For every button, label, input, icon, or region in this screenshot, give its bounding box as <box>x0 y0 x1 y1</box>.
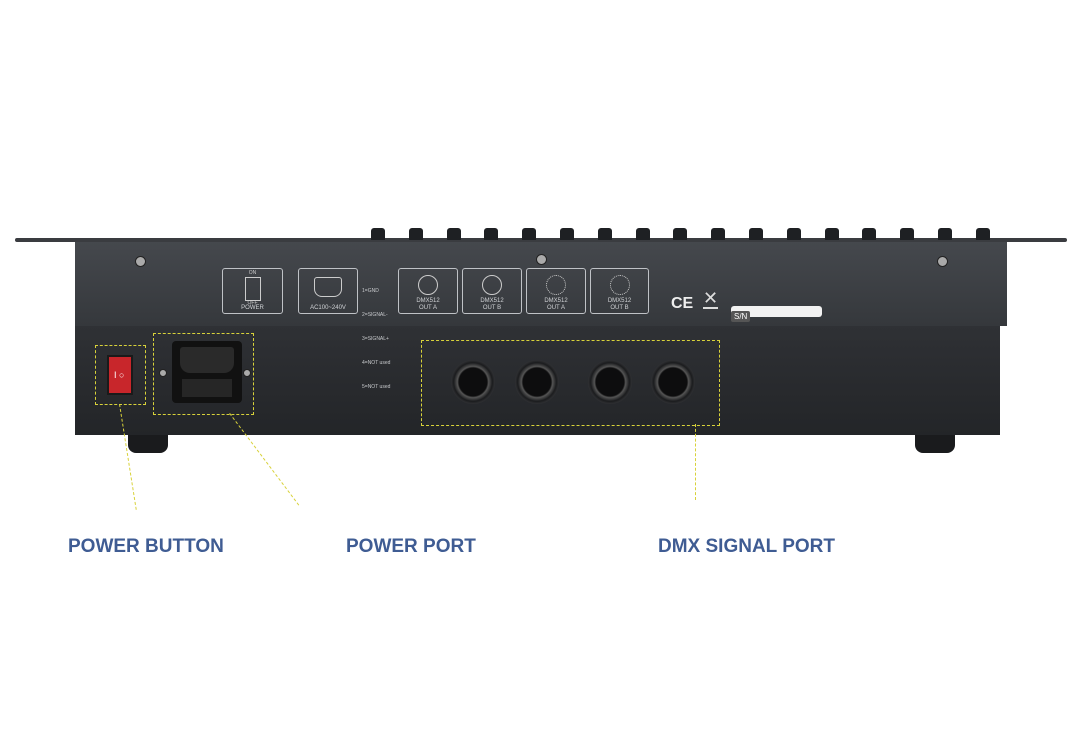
fader-knob <box>408 228 423 240</box>
screw-icon <box>135 256 146 267</box>
dmx-signal-port-callout: DMX SIGNAL PORT <box>658 536 835 557</box>
pin-2: 2=SIGNAL- <box>362 312 388 318</box>
right-foot <box>915 435 955 453</box>
fader-knob <box>446 228 461 240</box>
fader-knob <box>900 228 915 240</box>
rocker-icon <box>245 277 261 301</box>
power-label: POWER <box>241 305 264 311</box>
iec-plug-icon <box>314 277 342 297</box>
ce-mark: CE <box>671 295 694 312</box>
off-label: OFF <box>247 300 258 306</box>
voltage-label: AC100~240V <box>310 305 346 311</box>
fader-knob <box>862 228 877 240</box>
chassis-flange <box>15 238 1067 242</box>
fader-knob <box>484 228 499 240</box>
power-port-callout: POWER PORT <box>346 536 476 557</box>
fader-knob <box>673 228 688 240</box>
callout-line <box>695 424 696 500</box>
pinout-legend: 1=GND 2=SIGNAL- 3=SIGNAL+ 4=NOT used 5=N… <box>362 271 390 399</box>
pin-1: 1=GND <box>362 288 379 294</box>
xlr-icon <box>418 275 438 295</box>
on-label: ON <box>248 270 257 276</box>
power-symbol-icon: I ○ <box>114 370 125 380</box>
fuse-drawer <box>182 379 232 397</box>
fader-knob <box>938 228 952 240</box>
fader-knob <box>560 228 574 240</box>
xlr-icon <box>482 275 502 295</box>
dmx-out-port-4[interactable] <box>651 360 695 404</box>
weee-bin-icon: ✕ <box>703 288 719 309</box>
left-foot <box>128 435 168 453</box>
fader-knob <box>711 228 726 240</box>
dmx-out-port-3[interactable] <box>588 360 632 404</box>
power-button[interactable]: I ○ <box>107 355 133 395</box>
ac-inlet-graphic: AC100~240V <box>298 268 358 314</box>
fader-knob <box>975 228 990 240</box>
pin-5: 5=NOT used <box>362 384 391 390</box>
fader-knob <box>749 228 763 240</box>
iec-socket <box>180 347 234 373</box>
fader-knob <box>597 228 612 240</box>
power-port-highlight <box>153 333 254 415</box>
screw-icon <box>536 254 547 265</box>
power-switch-graphic: ON OFF POWER <box>222 268 283 314</box>
pin-4: 4=NOT used <box>362 360 391 366</box>
xlr-icon <box>610 275 630 295</box>
dmx-port-highlight <box>421 340 720 426</box>
screw-icon <box>159 369 167 377</box>
dmx-out-port-1[interactable] <box>451 360 495 404</box>
fader-knob <box>635 228 650 240</box>
fader-knob <box>824 228 839 240</box>
power-button-callout: POWER BUTTON <box>68 536 224 557</box>
dmx-out-port-2[interactable] <box>515 360 559 404</box>
serial-number-sticker: S/N <box>731 306 822 322</box>
fader-knob <box>522 228 537 240</box>
fader-knob <box>786 228 801 240</box>
xlr-icon <box>546 275 566 295</box>
screw-icon <box>937 256 948 267</box>
power-button-highlight <box>95 345 146 405</box>
screw-icon <box>243 369 251 377</box>
pin-3: 3=SIGNAL+ <box>362 336 389 342</box>
serial-label: S/N <box>731 311 751 322</box>
power-port[interactable] <box>172 341 242 403</box>
fader-knob <box>371 228 385 240</box>
